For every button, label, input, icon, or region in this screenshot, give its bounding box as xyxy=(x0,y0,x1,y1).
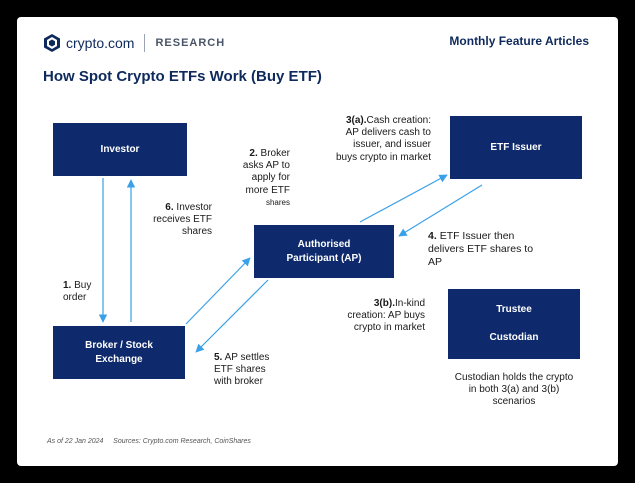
investor-label: Investor xyxy=(100,143,140,155)
step-2-number: 2. xyxy=(249,148,258,159)
step-5-note: 5. AP settles ETF shares with broker xyxy=(214,352,286,389)
trustee-label: Trustee xyxy=(496,304,532,316)
authorised-participant-box: Authorised Participant (AP) xyxy=(254,225,394,278)
step-3a-note: 3(a).Cash creation: AP delivers cash to … xyxy=(335,115,431,164)
footer-date: As of 22 Jan 2024 xyxy=(47,438,104,445)
etf-issuer-label: ETF Issuer xyxy=(490,141,542,153)
step-6-note: 6. Investor receives ETF shares xyxy=(150,202,212,239)
step-3b-note: 3(b).In-kind creation: AP buys crypto in… xyxy=(343,298,425,335)
trustee-custodian-box: Trustee Custodian xyxy=(448,289,580,359)
step-5-text: AP settles ETF shares with broker xyxy=(214,352,270,388)
step-2-note: 2. Broker asks AP to apply for more ETF … xyxy=(228,148,290,209)
step-6-text: Investor receives ETF shares xyxy=(153,202,212,238)
header-divider xyxy=(144,34,146,52)
step-6-number: 6. xyxy=(165,202,174,213)
step-3a-number: 3(a). xyxy=(345,115,367,126)
broker-exchange-box: Broker / Stock Exchange xyxy=(53,326,185,379)
page-title: How Spot Crypto ETFs Work (Buy ETF) xyxy=(43,68,322,85)
ap-label-line1: Authorised xyxy=(297,239,351,250)
step-4-number: 4. xyxy=(428,230,437,242)
series-label: Monthly Feature Articles xyxy=(449,34,589,48)
header-logo-row: crypto.com RESEARCH xyxy=(44,34,225,52)
step-1-number: 1. xyxy=(63,280,72,291)
footer: As of 22 Jan 2024 Sources: Crypto.com Re… xyxy=(47,438,251,445)
step-3a-text: Cash creation: AP delivers cash to issue… xyxy=(335,115,431,163)
broker-label-line1: Broker / Stock xyxy=(85,340,153,351)
step-1-note: 1. Buy order xyxy=(63,280,103,304)
step-3b-number: 3(b). xyxy=(373,298,395,309)
step-4-note: 4. ETF Issuer then delivers ETF shares t… xyxy=(428,230,540,268)
footer-sources: Sources: Crypto.com Research, CoinShares xyxy=(113,438,251,445)
arrow-ap-to-issuer xyxy=(359,174,448,223)
step-2-text-small: shares xyxy=(265,197,290,207)
step-4-text: ETF Issuer then delivers ETF shares to A… xyxy=(428,230,534,268)
custodian-label: Custodian xyxy=(489,332,539,344)
crypto-com-logo-icon xyxy=(44,34,60,52)
step-5-number: 5. xyxy=(214,352,223,363)
custodian-note: Custodian holds the crypto in both 3(a) … xyxy=(454,372,574,408)
investor-box: Investor xyxy=(53,123,187,176)
step-1-text: Buy order xyxy=(63,280,92,304)
arrow-ap-to-broker xyxy=(195,279,269,353)
section-label: RESEARCH xyxy=(155,37,226,49)
brand-name: crypto.com xyxy=(66,35,135,51)
arrow-broker-to-ap xyxy=(185,257,251,325)
broker-label-line2: Exchange xyxy=(95,353,143,365)
etf-issuer-box: ETF Issuer xyxy=(450,116,582,179)
step-2-text: Broker asks AP to apply for more ETF xyxy=(242,148,290,196)
arrow-issuer-to-ap xyxy=(398,184,483,237)
step-3b-text: In-kind creation: AP buys crypto in mark… xyxy=(347,298,425,334)
ap-label-line2: Participant (AP) xyxy=(286,252,362,264)
